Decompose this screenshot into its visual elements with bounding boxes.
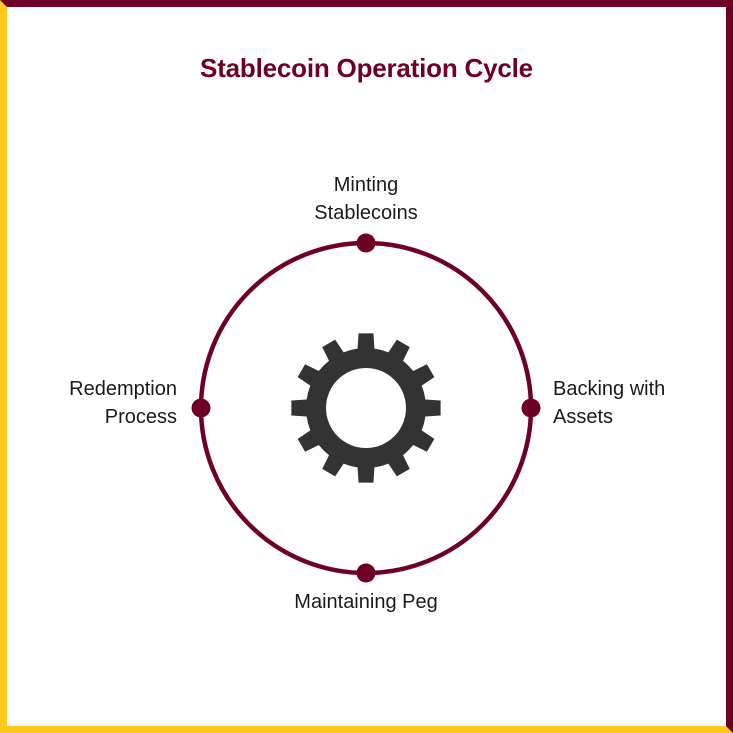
label-line: Stablecoins xyxy=(314,202,418,224)
node-dot-bottom xyxy=(356,563,376,583)
label-line: Assets xyxy=(553,406,614,428)
cycle-ring xyxy=(198,240,534,576)
label-line: Backing with xyxy=(553,378,666,400)
label-line: Redemption xyxy=(69,378,177,400)
label-line: Minting xyxy=(333,174,399,196)
gear-icon xyxy=(291,333,441,483)
node-label-redemption-process: Redemption Process xyxy=(69,375,177,431)
node-label-maintaining-peg: Maintaining Peg xyxy=(216,588,516,616)
node-label-backing-with-assets: Backing with Assets xyxy=(553,375,665,431)
diagram-title: Stablecoin Operation Cycle xyxy=(200,53,533,83)
node-dot-top xyxy=(356,233,376,253)
label-line: Process xyxy=(104,406,177,428)
label-line: Maintaining Peg xyxy=(294,591,438,613)
node-label-minting-stablecoins: Minting Stablecoins xyxy=(266,171,466,227)
node-dot-right xyxy=(521,398,541,418)
node-dot-left xyxy=(191,398,211,418)
